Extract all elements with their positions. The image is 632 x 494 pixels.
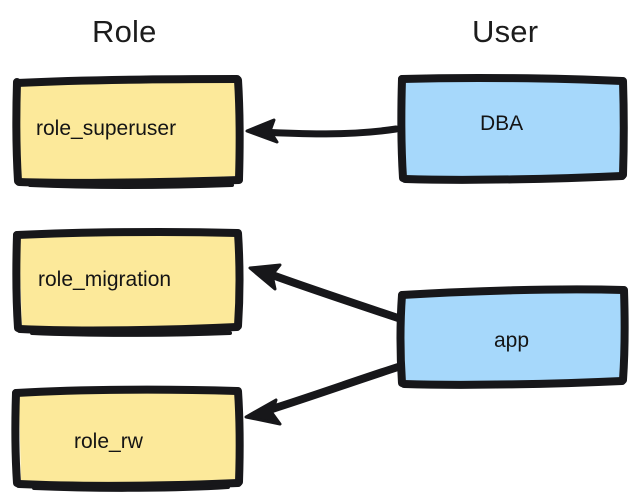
edge-app-to-role-rw: [244, 363, 402, 426]
node-dba[interactable]: DBA: [393, 70, 629, 188]
column-header-user: User: [472, 14, 539, 49]
column-header-role: Role: [92, 14, 157, 49]
edge-app-to-role-migration: [248, 263, 402, 322]
node-role-migration-shape: [12, 227, 244, 337]
node-role-rw[interactable]: role_rw: [8, 383, 246, 494]
node-role-superuser[interactable]: role_superuser: [8, 72, 246, 190]
node-role-superuser-shape: [12, 75, 244, 189]
node-app[interactable]: app: [393, 283, 629, 393]
node-app-label: app: [494, 329, 530, 352]
node-dba-label: DBA: [480, 112, 524, 135]
node-role-rw-label: role_rw: [74, 430, 143, 453]
node-dba-shape: [397, 73, 628, 184]
edge-dba-to-role-superuser: [245, 118, 400, 144]
node-role-migration[interactable]: role_migration: [8, 226, 246, 338]
node-role-rw-shape: [11, 385, 244, 492]
node-role-migration-label: role_migration: [38, 268, 172, 291]
node-role-superuser-label: role_superuser: [36, 117, 177, 140]
